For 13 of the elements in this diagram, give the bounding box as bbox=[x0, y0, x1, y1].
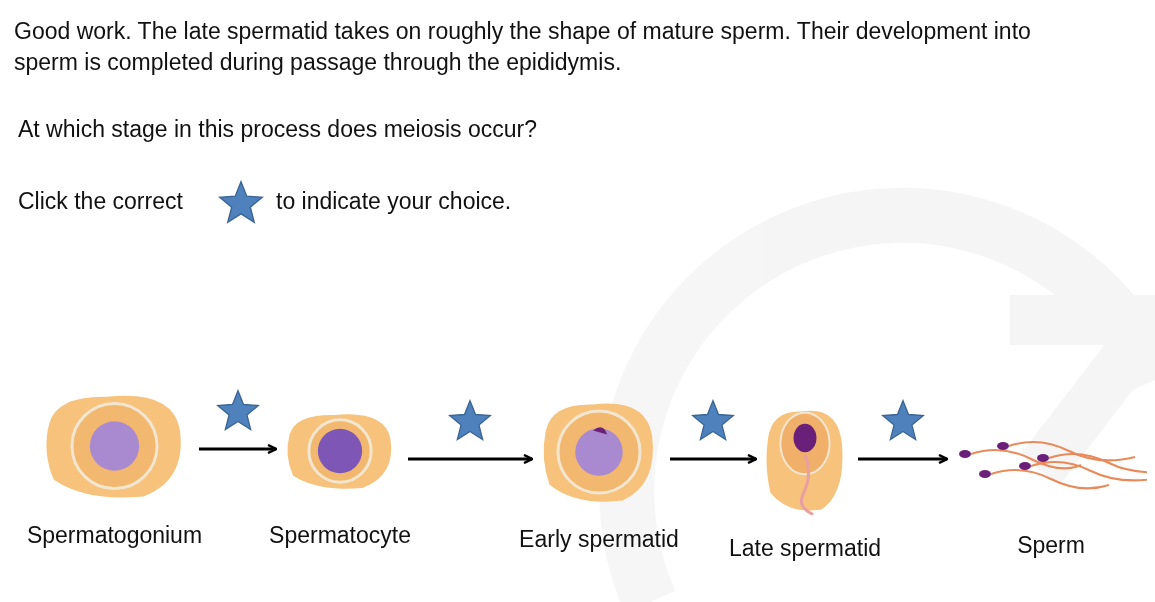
stage-label: Early spermatid bbox=[519, 526, 679, 553]
arrow bbox=[408, 453, 534, 465]
arrow bbox=[670, 453, 758, 465]
feedback-text: Good work. The late spermatid takes on roughly the shape of mature sperm. Their development into sperm is completed during passage through the epididymis. bbox=[14, 17, 1032, 77]
arrow bbox=[858, 453, 949, 465]
instruction-text: Click the correct bbox=[18, 187, 183, 216]
question-text: At which stage in this process does meiosis occur? bbox=[18, 115, 539, 144]
stage-label: Sperm bbox=[1017, 532, 1085, 559]
instruction-text: to indicate your choice. bbox=[276, 187, 512, 216]
arrow bbox=[199, 443, 278, 455]
stage-label: Late spermatid bbox=[728, 535, 882, 562]
stage-label: Spermatocyte bbox=[269, 522, 411, 549]
stage-label: Spermatogonium bbox=[26, 522, 203, 549]
